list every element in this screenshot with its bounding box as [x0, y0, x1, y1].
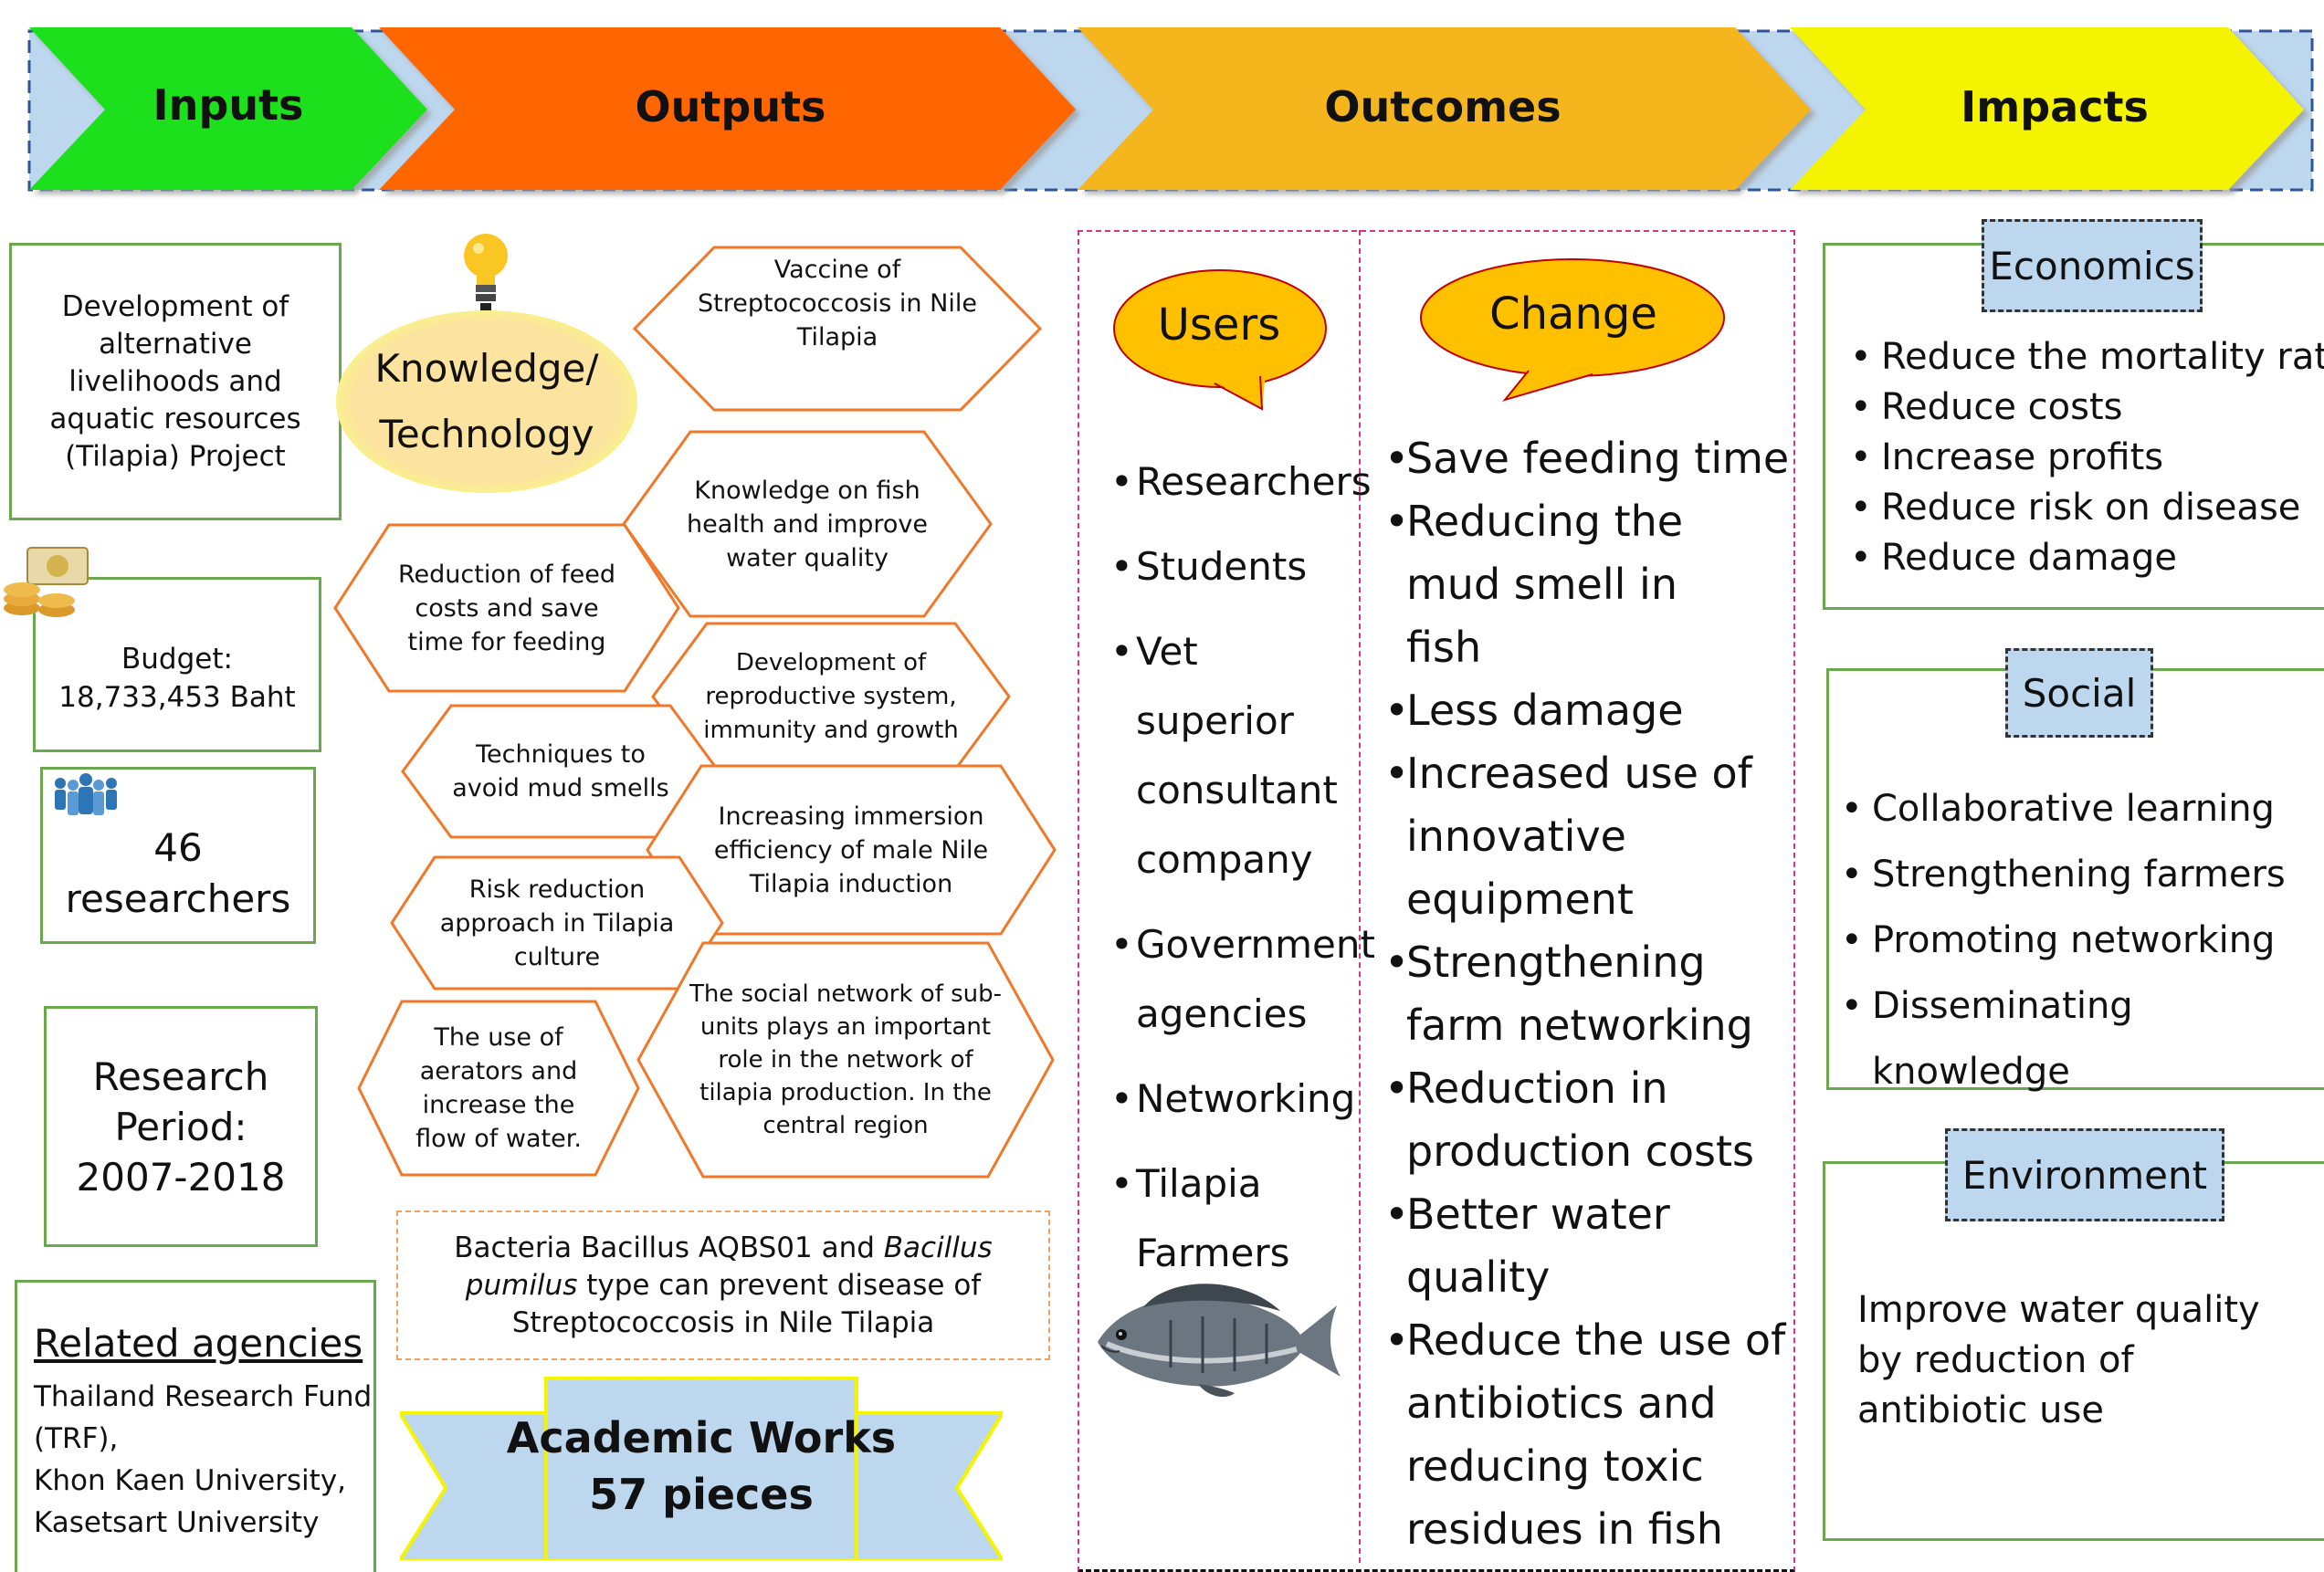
researchers-text: 46 researchers — [66, 786, 291, 925]
economics-list: Reduce the mortality rate Reduce costs I… — [1845, 332, 2324, 583]
outputs-header: Outputs — [635, 82, 826, 131]
researchers-count: 46 — [153, 825, 203, 870]
academic-works-text: Academic Works 57 pieces — [400, 1410, 1003, 1523]
users-list: Researchers Students Vet superior consul… — [1105, 447, 1375, 1288]
economics-item: Reduce risk on disease — [1845, 483, 2324, 533]
change-item: Reducing the mud smell in fish — [1379, 490, 1744, 679]
user-item: Tilapia Farmers — [1105, 1149, 1361, 1288]
budget-label: Budget: — [121, 643, 233, 676]
change-item: Increased use of innovative equipment — [1379, 742, 1762, 931]
researchers-label: researchers — [65, 876, 291, 921]
related-agencies-box: Related agencies Thailand Research Fund … — [15, 1280, 376, 1572]
output-hex-7-label: Risk reduction approach in Tilapia cultu… — [439, 875, 675, 971]
agency-item: Khon Kaen University, — [34, 1464, 347, 1497]
social-item: Disseminating knowledge — [1835, 973, 2324, 1105]
agency-item: Thailand Research Fund (TRF), — [34, 1380, 373, 1455]
coins-icon — [2, 544, 89, 621]
economics-item: Reduce damage — [1845, 533, 2324, 583]
change-item: Save feeding time — [1379, 427, 1799, 490]
outcomes-divider — [1359, 230, 1361, 1563]
economics-item: Reduce costs — [1845, 383, 2324, 433]
social-item: Strengthening farmers — [1835, 842, 2324, 907]
change-bubble: Change — [1414, 252, 1733, 407]
period-value: 2007-2018 — [76, 1154, 286, 1200]
output-hex-8-label: The use of aerators and increase the flo… — [415, 1023, 582, 1153]
inputs-arrow — [29, 27, 427, 190]
output-hex-3-label: Reduction of feed costs and save time fo… — [397, 560, 616, 656]
research-period-text: Research Period: 2007-2018 — [77, 1052, 286, 1202]
research-period-box: Research Period: 2007-2018 — [44, 1006, 318, 1247]
user-item: Networking — [1105, 1064, 1361, 1134]
budget-value: 18,733,453 Baht — [58, 681, 296, 714]
output-hex-2: Knowledge on fish health and improve wat… — [621, 429, 994, 619]
social-title: Social — [2005, 648, 2153, 738]
light-bulb-icon — [462, 228, 510, 316]
knowledge-line1: Knowledge/ — [374, 346, 599, 391]
outputs-arrow — [379, 27, 1076, 190]
user-item: Researchers — [1105, 447, 1372, 517]
change-item: Less damage — [1379, 679, 1799, 742]
output-hex-1-label: Vaccine of Streptococcosis in Nile Tilap… — [698, 255, 977, 351]
project-text: Development of alternative livelihoods a… — [49, 289, 301, 473]
output-hex-1: Vaccine of Streptococcosis in Nile Tilap… — [632, 245, 1043, 413]
user-item: Students — [1105, 532, 1361, 602]
academic-line2: 57 pieces — [589, 1470, 814, 1519]
inputs-header: Inputs — [152, 80, 304, 130]
user-item: Vet superior consultant company — [1105, 617, 1361, 895]
output-hex-2-label: Knowledge on fish health and improve wat… — [687, 476, 928, 572]
economics-title: Economics — [1982, 219, 2203, 312]
period-label: Research Period: — [92, 1053, 269, 1149]
output-hex-4-label: Development of reproductive system, immu… — [703, 648, 959, 744]
knowledge-glow — [336, 310, 637, 493]
users-title: Users — [1157, 299, 1281, 351]
social-item: Collaborative learning — [1835, 776, 2324, 842]
knowledge-line2: Technology — [379, 412, 594, 456]
academic-line1: Academic Works — [506, 1413, 897, 1462]
change-item: Better water quality — [1379, 1183, 1698, 1309]
environment-text: Improve water quality by reduction of an… — [1857, 1289, 2260, 1431]
academic-works-ribbon: Academic Works 57 pieces — [396, 1369, 1006, 1562]
output-hex-5: Techniques to avoid mud smells — [400, 703, 721, 840]
project-box: Development of alternative livelihoods a… — [9, 243, 342, 520]
impacts-header: Impacts — [1961, 82, 2149, 131]
change-item: Reduce the use of antibiotics and reduci… — [1379, 1309, 1790, 1561]
budget-text: Budget: 18,733,453 Baht — [58, 613, 295, 717]
tilapia-fish-icon — [1088, 1269, 1344, 1406]
changes-list: Save feeding time Reducing the mud smell… — [1379, 427, 1799, 1561]
bacteria-note: Bacteria Bacillus AQBS01 and Bacillus pu… — [396, 1210, 1050, 1360]
agency-item: Kasetsart University — [34, 1506, 320, 1539]
agencies-title: Related agencies — [34, 1321, 363, 1366]
impacts-arrow — [1790, 27, 2304, 190]
agencies-list: Thailand Research Fund (TRF), Khon Kaen … — [34, 1376, 373, 1544]
knowledge-label: Knowledge/ Technology — [347, 336, 626, 467]
output-hex-4: Development of reproductive system, immu… — [650, 621, 1012, 772]
economics-item: Reduce the mortality rate — [1845, 332, 2324, 383]
header-arrows — [27, 27, 2314, 192]
output-hex-9-label: The social network of sub-units plays an… — [689, 980, 1003, 1139]
budget-box: Budget: 18,733,453 Baht — [33, 577, 321, 752]
output-hex-6: Increasing immersion efficiency of male … — [645, 763, 1057, 937]
output-hex-9: The social network of sub-units plays an… — [636, 940, 1056, 1179]
bacteria-text: Bacteria Bacillus AQBS01 and Bacillus pu… — [454, 1231, 993, 1339]
social-list: Collaborative learning Strengthening far… — [1835, 776, 2324, 1105]
change-title: Change — [1489, 288, 1657, 340]
outcomes-arrow — [1078, 27, 1811, 190]
output-hex-6-label: Increasing immersion efficiency of male … — [713, 802, 989, 898]
environment-title: Environment — [1945, 1128, 2224, 1221]
output-hex-5-label: Techniques to avoid mud smells — [452, 740, 669, 802]
user-item: Government agencies — [1105, 910, 1375, 1049]
bacteria-species: Bacillus pumilus — [465, 1231, 993, 1302]
change-item: Strengthening farm networking — [1379, 931, 1762, 1057]
outcomes-header: Outcomes — [1324, 82, 1562, 131]
output-hex-3: Reduction of feed costs and save time fo… — [332, 522, 681, 694]
change-item: Reduction in production costs — [1379, 1057, 1762, 1183]
output-hex-8: The use of aerators and increase the flo… — [356, 999, 641, 1178]
people-icon — [51, 770, 121, 825]
economics-item: Increase profits — [1845, 433, 2324, 483]
social-item: Promoting networking — [1835, 907, 2324, 973]
users-bubble: Users — [1105, 263, 1333, 416]
header-band — [0, 0, 2324, 201]
output-hex-7: Risk reduction approach in Tilapia cultu… — [389, 854, 725, 991]
